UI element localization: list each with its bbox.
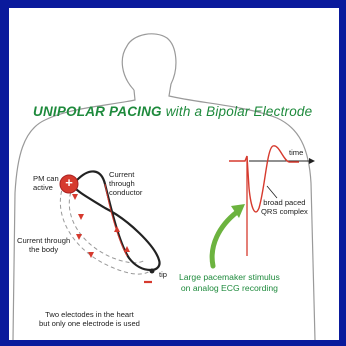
title-rest: with a Bipolar Electrode [162,104,313,119]
lead-outline-inner [69,186,145,263]
tip-label: tip [159,270,167,279]
diagram-title: UNIPOLAR PACING with a Bipolar Electrode [33,104,312,119]
title-bold: UNIPOLAR PACING [33,104,162,119]
current-body-label: Current through the body [17,236,70,254]
ecg-time-arrow [309,158,315,164]
broad-qrs-label: broad paced QRS complex [261,198,308,216]
current-arrows [72,194,130,258]
diagram-panel: UNIPOLAR PACING with a Bipolar Electrode… [9,8,339,340]
green-arrow [212,212,237,266]
time-label: time [289,148,303,157]
plus-sign: + [63,174,75,192]
large-stimulus-label: Large pacemaker stimulus on analog ECG r… [179,272,280,294]
qrs-pointer [267,186,277,198]
two-electrodes-label: Two electodes in the heart but only one … [39,310,140,328]
current-conductor-label: Current through conductor [109,170,142,197]
pm-can-label: PM can active [33,174,59,192]
tip-dot [150,269,155,274]
